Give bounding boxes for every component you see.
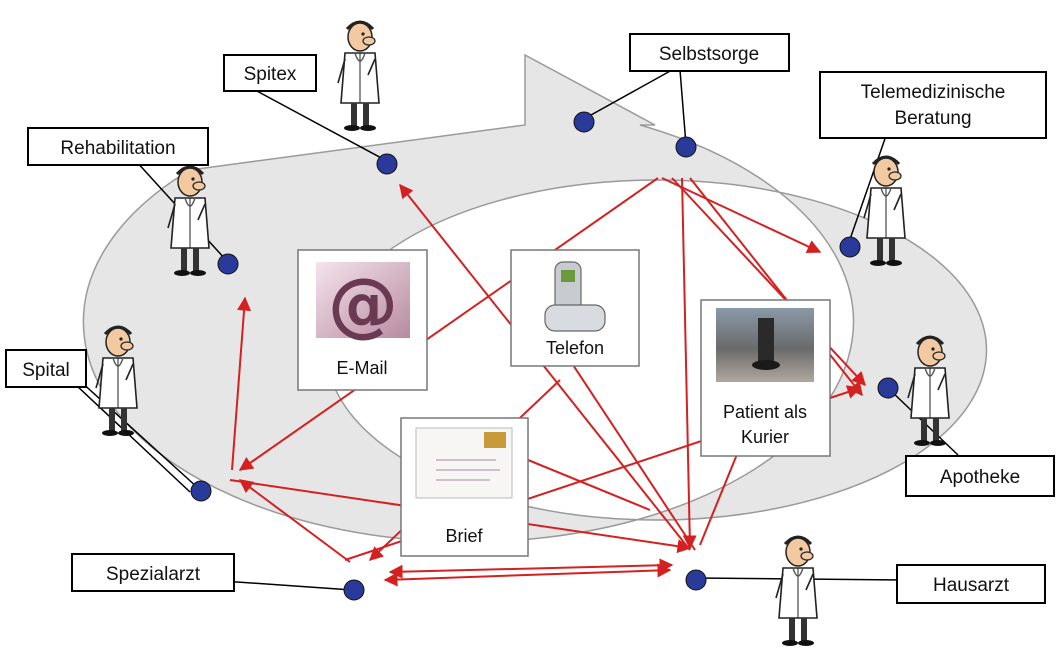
node-telemedizin [839, 236, 861, 258]
patient-walking-photo-icon [716, 308, 814, 382]
node-hausarzt [685, 569, 707, 591]
channel-card-kurier: Patient als Kurier [700, 299, 831, 457]
label-telemedizin-line1: Telemedizinische [861, 82, 1006, 103]
label-rehabilitation-text: Rehabilitation [60, 138, 175, 159]
channel-kurier-line1: Patient als [723, 402, 807, 422]
node-rehabilitation [217, 253, 239, 275]
label-selbstsorge-text: Selbstsorge [659, 44, 759, 65]
label-hausarzt: Hausarzt [896, 564, 1046, 604]
label-spitex: Spitex [223, 54, 317, 92]
label-rehabilitation: Rehabilitation [27, 127, 209, 166]
channel-card-email: @ E-Mail [297, 249, 428, 391]
doctor-figure-hausarzt [774, 535, 819, 648]
letter-envelope-icon [415, 427, 513, 499]
channel-telefon-label: Telefon [546, 338, 604, 358]
doctor-figure-spitex [336, 20, 381, 133]
channel-kurier-line2: Kurier [741, 427, 789, 447]
label-telemedizin-line2: Beratung [894, 108, 971, 129]
email-at-icon: @ [316, 262, 410, 345]
channel-brief-label: Brief [445, 526, 483, 546]
node-selbstsorge [675, 136, 697, 158]
channel-email-label: E-Mail [336, 358, 387, 378]
label-selbstsorge: Selbstsorge [629, 33, 790, 72]
node-spitex [376, 153, 398, 175]
node-selbstsorge-inner [573, 111, 595, 133]
channel-card-brief: Brief [400, 417, 529, 557]
node-spezialarzt [343, 579, 365, 601]
channel-card-telefon: Telefon [510, 249, 640, 367]
node-apotheke [877, 377, 899, 399]
svg-text:@: @ [328, 263, 398, 345]
label-spital: Spital [5, 349, 87, 388]
label-spital-text: Spital [22, 360, 70, 381]
label-apotheke: Apotheke [905, 455, 1055, 497]
label-spitex-text: Spitex [244, 64, 297, 85]
node-spital [190, 480, 212, 502]
label-telemedizin: Telemedizinische Beratung [819, 71, 1047, 139]
label-spezialarzt-text: Spezialarzt [106, 564, 201, 585]
telephone-icon [544, 261, 606, 332]
label-apotheke-text: Apotheke [940, 467, 1020, 488]
actor-nodes [190, 111, 899, 601]
label-hausarzt-text: Hausarzt [933, 575, 1010, 596]
label-spezialarzt: Spezialarzt [71, 553, 235, 592]
